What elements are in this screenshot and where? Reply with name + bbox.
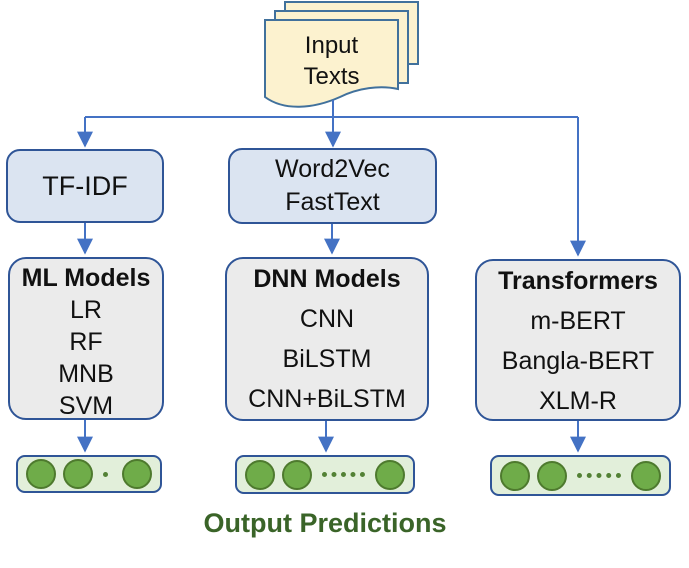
model-item-bilstm: BiLSTM bbox=[282, 345, 372, 373]
model-item-svm: SVM bbox=[58, 392, 114, 420]
neuron-circle-icon bbox=[500, 460, 530, 491]
transformers-box: Transformers m-BERT Bangla-BERT XLM-R bbox=[475, 259, 681, 421]
model-item-cnn: CNN bbox=[299, 305, 355, 333]
model-item-rf: RF bbox=[69, 328, 103, 356]
neuron-circle-icon bbox=[122, 459, 152, 489]
ml-models-title: ML Models bbox=[21, 264, 151, 292]
word2vec-fasttext-box: Word2Vec FastText bbox=[228, 148, 437, 224]
ellipsis-dots-icon bbox=[322, 472, 365, 477]
model-item-mbert: m-BERT bbox=[530, 307, 626, 335]
transformers-title: Transformers bbox=[498, 267, 658, 295]
input-texts-label: Input Texts bbox=[303, 32, 360, 90]
neuron-circle-icon bbox=[375, 459, 405, 490]
model-item-xlmr: XLM-R bbox=[539, 387, 617, 415]
model-item-cnn-bilstm: CNN+BiLSTM bbox=[248, 385, 406, 413]
neuron-circle-icon bbox=[537, 460, 567, 491]
output-strip-ml bbox=[16, 455, 162, 493]
model-item-lr: LR bbox=[70, 296, 102, 324]
neuron-circle-icon bbox=[245, 459, 275, 490]
model-item-banglabert: Bangla-BERT bbox=[501, 347, 655, 375]
ellipsis-dots-icon bbox=[577, 473, 621, 478]
output-predictions-caption: Output Predictions bbox=[203, 508, 447, 538]
neuron-circle-icon bbox=[63, 459, 93, 489]
output-strip-dnn bbox=[235, 455, 415, 494]
tfidf-label: TF-IDF bbox=[42, 170, 128, 201]
neuron-circle-icon bbox=[631, 460, 661, 491]
neuron-circle-icon bbox=[26, 459, 56, 489]
dnn-models-box: DNN Models CNN BiLSTM CNN+BiLSTM bbox=[225, 257, 429, 421]
ellipsis-dots-icon bbox=[103, 471, 112, 477]
word2vec-fasttext-label: Word2Vec FastText bbox=[275, 155, 390, 216]
dnn-models-title: DNN Models bbox=[253, 265, 401, 293]
model-item-mnb: MNB bbox=[58, 360, 114, 388]
tfidf-box: TF-IDF bbox=[6, 149, 164, 223]
ml-models-box: ML Models LR RF MNB SVM bbox=[8, 257, 164, 420]
document-stack-icon bbox=[264, 1, 419, 108]
document-page-front bbox=[264, 19, 399, 108]
neuron-circle-icon bbox=[282, 459, 312, 490]
output-strip-transformers bbox=[490, 455, 671, 496]
